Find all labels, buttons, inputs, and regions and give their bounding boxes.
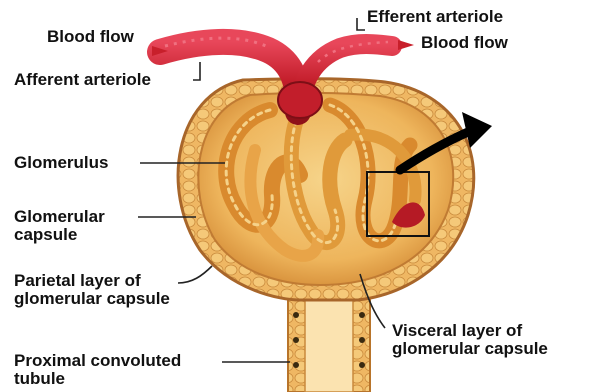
label-glomerular-capsule-line1: Glomerular <box>14 208 105 226</box>
proximal-tubule <box>288 290 370 392</box>
label-visceral-layer-line2: glomerular capsule <box>392 340 548 358</box>
vascular-pole <box>278 82 322 118</box>
leader-afferent <box>193 62 200 80</box>
leader-parietal <box>178 266 212 283</box>
label-visceral-layer: Visceral layer of glomerular capsule <box>392 322 548 358</box>
label-efferent-arteriole: Efferent arteriole <box>367 8 503 26</box>
label-glomerular-capsule-line2: capsule <box>14 226 105 244</box>
label-blood-flow-in: Blood flow <box>47 28 134 46</box>
label-parietal-layer-line1: Parietal layer of <box>14 272 170 290</box>
label-parietal-layer-line2: glomerular capsule <box>14 290 170 308</box>
label-glomerulus: Glomerulus <box>14 154 108 172</box>
label-blood-flow-out: Blood flow <box>421 34 508 52</box>
label-visceral-layer-line1: Visceral layer of <box>392 322 548 340</box>
label-afferent-arteriole: Afferent arteriole <box>14 71 151 89</box>
label-parietal-layer: Parietal layer of glomerular capsule <box>14 272 170 308</box>
label-proximal-tubule-line1: Proximal convoluted <box>14 352 181 370</box>
label-proximal-tubule: Proximal convoluted tubule <box>14 352 181 388</box>
label-proximal-tubule-line2: tubule <box>14 370 181 388</box>
blood-flow-out-arrow <box>398 40 414 50</box>
leader-efferent <box>357 18 365 30</box>
label-glomerular-capsule: Glomerular capsule <box>14 208 105 244</box>
